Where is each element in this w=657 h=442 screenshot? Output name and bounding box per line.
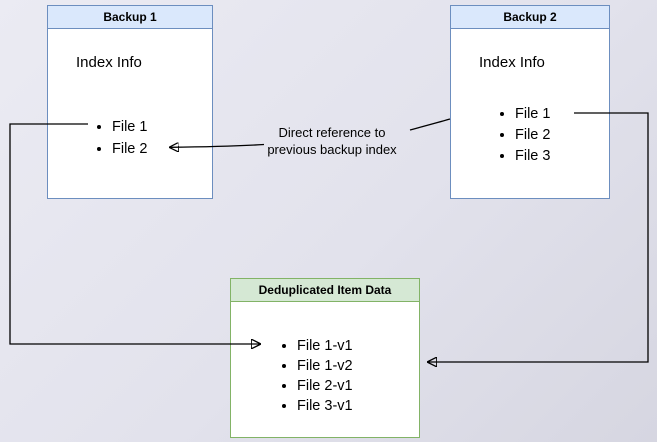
backup2-body: Index Info File 1 File 2 File 3 [451,29,609,167]
dedup-box: Deduplicated Item Data File 1-v1 File 1-… [230,278,420,438]
dedup-item: File 3-v1 [297,396,419,416]
backup1-title: Backup 1 [48,6,212,29]
backup2-file-list: File 1 File 2 File 3 [451,104,609,167]
backup2-file-item: File 3 [515,146,609,167]
dedup-item: File 1-v2 [297,356,419,376]
backup2-box: Backup 2 Index Info File 1 File 2 File 3 [450,5,610,199]
backup2-file-item: File 2 [515,125,609,146]
backup1-box: Backup 1 Index Info File 1 File 2 [47,5,213,199]
backup1-file-item: File 2 [112,138,212,160]
backup2-file-item: File 1 [515,104,609,125]
reference-annotation-line2: previous backup index [267,142,397,157]
backup1-file-item: File 1 [112,116,212,138]
backup1-file-list: File 1 File 2 [48,116,212,160]
reference-annotation-line1: Direct reference to [278,125,386,140]
backup2-title: Backup 2 [451,6,609,29]
dedup-title: Deduplicated Item Data [231,279,419,302]
dedup-item: File 2-v1 [297,376,419,396]
dedup-item: File 1-v1 [297,336,419,356]
dedup-item-list: File 1-v1 File 1-v2 File 2-v1 File 3-v1 [231,336,419,416]
backup1-body: Index Info File 1 File 2 [48,29,212,160]
reference-arrow-right-segment [409,118,451,131]
backup2-index-label: Index Info [479,54,545,71]
reference-annotation: Direct reference to previous backup inde… [248,124,416,158]
dedup-body: File 1-v1 File 1-v2 File 2-v1 File 3-v1 [231,336,419,416]
backup1-index-label: Index Info [76,54,142,71]
